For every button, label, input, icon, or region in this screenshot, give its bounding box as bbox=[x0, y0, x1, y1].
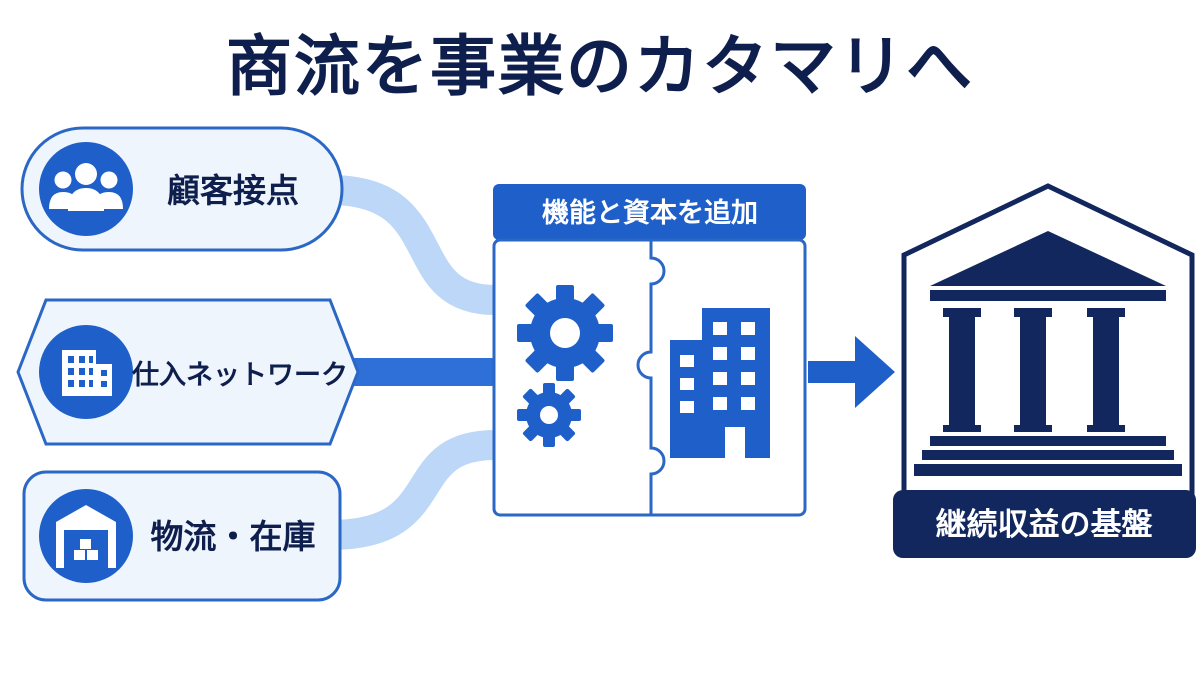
result-foundation: 継続収益の基盤 bbox=[893, 183, 1196, 558]
gears-icon bbox=[517, 285, 613, 447]
center-header bbox=[493, 184, 806, 240]
flow-connector-bottom bbox=[315, 430, 510, 550]
office-building-icon bbox=[62, 350, 112, 396]
people-icon bbox=[49, 163, 123, 211]
flow-connector-top bbox=[315, 175, 510, 315]
result-label-box bbox=[893, 490, 1196, 558]
arrow-right-icon bbox=[808, 336, 895, 408]
input-label: 物流・在庫 bbox=[151, 517, 316, 556]
puzzle-divider bbox=[636, 240, 666, 515]
building-icon bbox=[670, 308, 770, 458]
center-header-label: 機能と資本を追加 bbox=[542, 197, 758, 229]
input-customer-touchpoint: 顧客接点 bbox=[20, 126, 344, 252]
input-purchasing-network: 仕入ネットワーク bbox=[16, 298, 360, 446]
warehouse-icon bbox=[56, 505, 116, 568]
center-panel: 機能と資本を追加 bbox=[492, 184, 807, 517]
bank-icon bbox=[914, 231, 1182, 476]
input-logistics-inventory: 物流・在庫 bbox=[22, 470, 342, 602]
page-title: 商流を事業のカタマリへ bbox=[226, 28, 974, 105]
result-label: 継続収益の基盤 bbox=[936, 507, 1153, 543]
input-label: 仕入ネットワーク bbox=[131, 360, 348, 391]
input-label: 顧客接点 bbox=[167, 171, 299, 210]
